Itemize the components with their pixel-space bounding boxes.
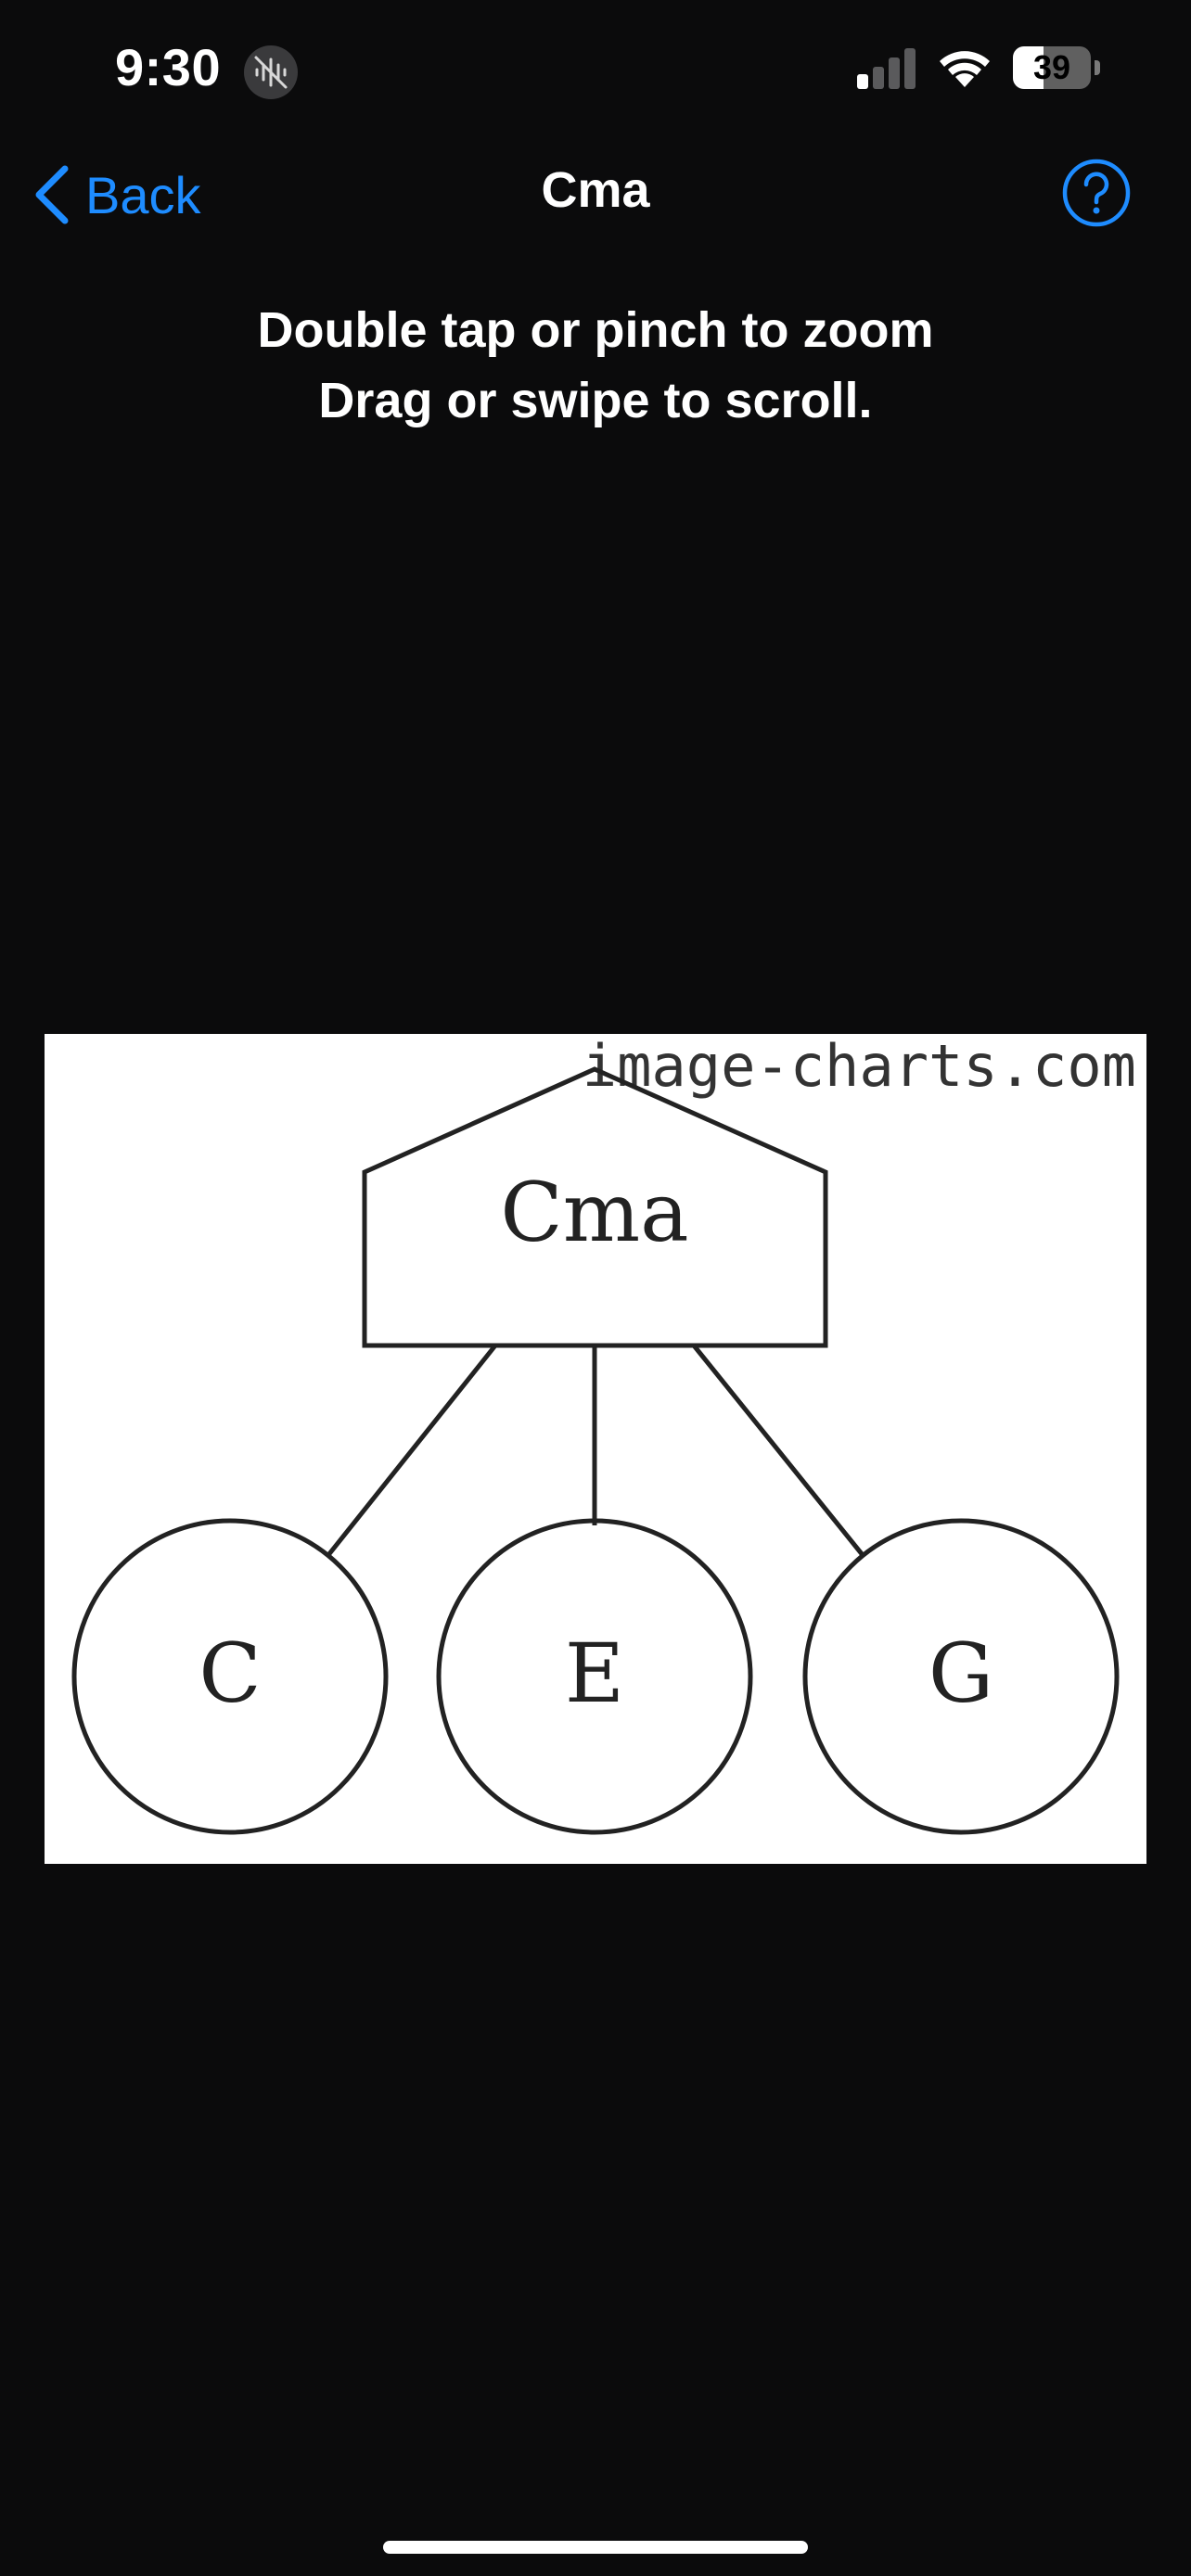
- root-node-shape: [362, 1066, 828, 1348]
- watermark-text: image-charts.com: [583, 1034, 1136, 1100]
- status-time: 9:30: [115, 38, 222, 96]
- child-node-c-label: C: [198, 1626, 261, 1721]
- child-node-g-label: G: [928, 1626, 993, 1721]
- edge-to-g: [692, 1344, 864, 1557]
- instruction-line-1: Double tap or pinch to zoom: [257, 302, 934, 358]
- back-label: Back: [85, 165, 201, 224]
- chevron-left-icon: [35, 165, 69, 224]
- wifi-icon: [940, 51, 990, 87]
- page-title: Cma: [541, 162, 650, 218]
- battery-level: 39: [1032, 48, 1071, 86]
- battery-indicator: 39: [1013, 46, 1106, 91]
- child-node-e-label: E: [565, 1626, 624, 1721]
- focus-mode-icon: [244, 45, 298, 99]
- edge-to-c: [327, 1344, 497, 1557]
- question-circle-icon: [1062, 159, 1131, 227]
- navigation-bar: Back Cma: [0, 139, 1191, 250]
- zoom-instructions: Double tap or pinch to zoom Drag or swip…: [0, 295, 1191, 436]
- status-bar: 9:30 39: [0, 0, 1191, 139]
- chord-tree-diagram: image-charts.com Cma C E G: [71, 1034, 1136, 1835]
- cellular-signal-icon: [857, 48, 916, 89]
- child-node-g-shape: [802, 1518, 1120, 1835]
- battery-fill: [1013, 46, 1044, 89]
- root-node-label: Cma: [500, 1165, 688, 1260]
- chord-diagram-image[interactable]: image-charts.com Cma C E G: [45, 1034, 1146, 1864]
- child-node-c-shape: [71, 1518, 389, 1835]
- child-node-e-shape: [436, 1518, 753, 1835]
- back-button[interactable]: Back: [32, 158, 201, 232]
- home-indicator[interactable]: [383, 2541, 808, 2554]
- battery-cap: [1095, 60, 1100, 75]
- battery-body: [1013, 46, 1091, 89]
- help-button[interactable]: [1061, 158, 1132, 228]
- instruction-line-2: Drag or swipe to scroll.: [318, 373, 873, 428]
